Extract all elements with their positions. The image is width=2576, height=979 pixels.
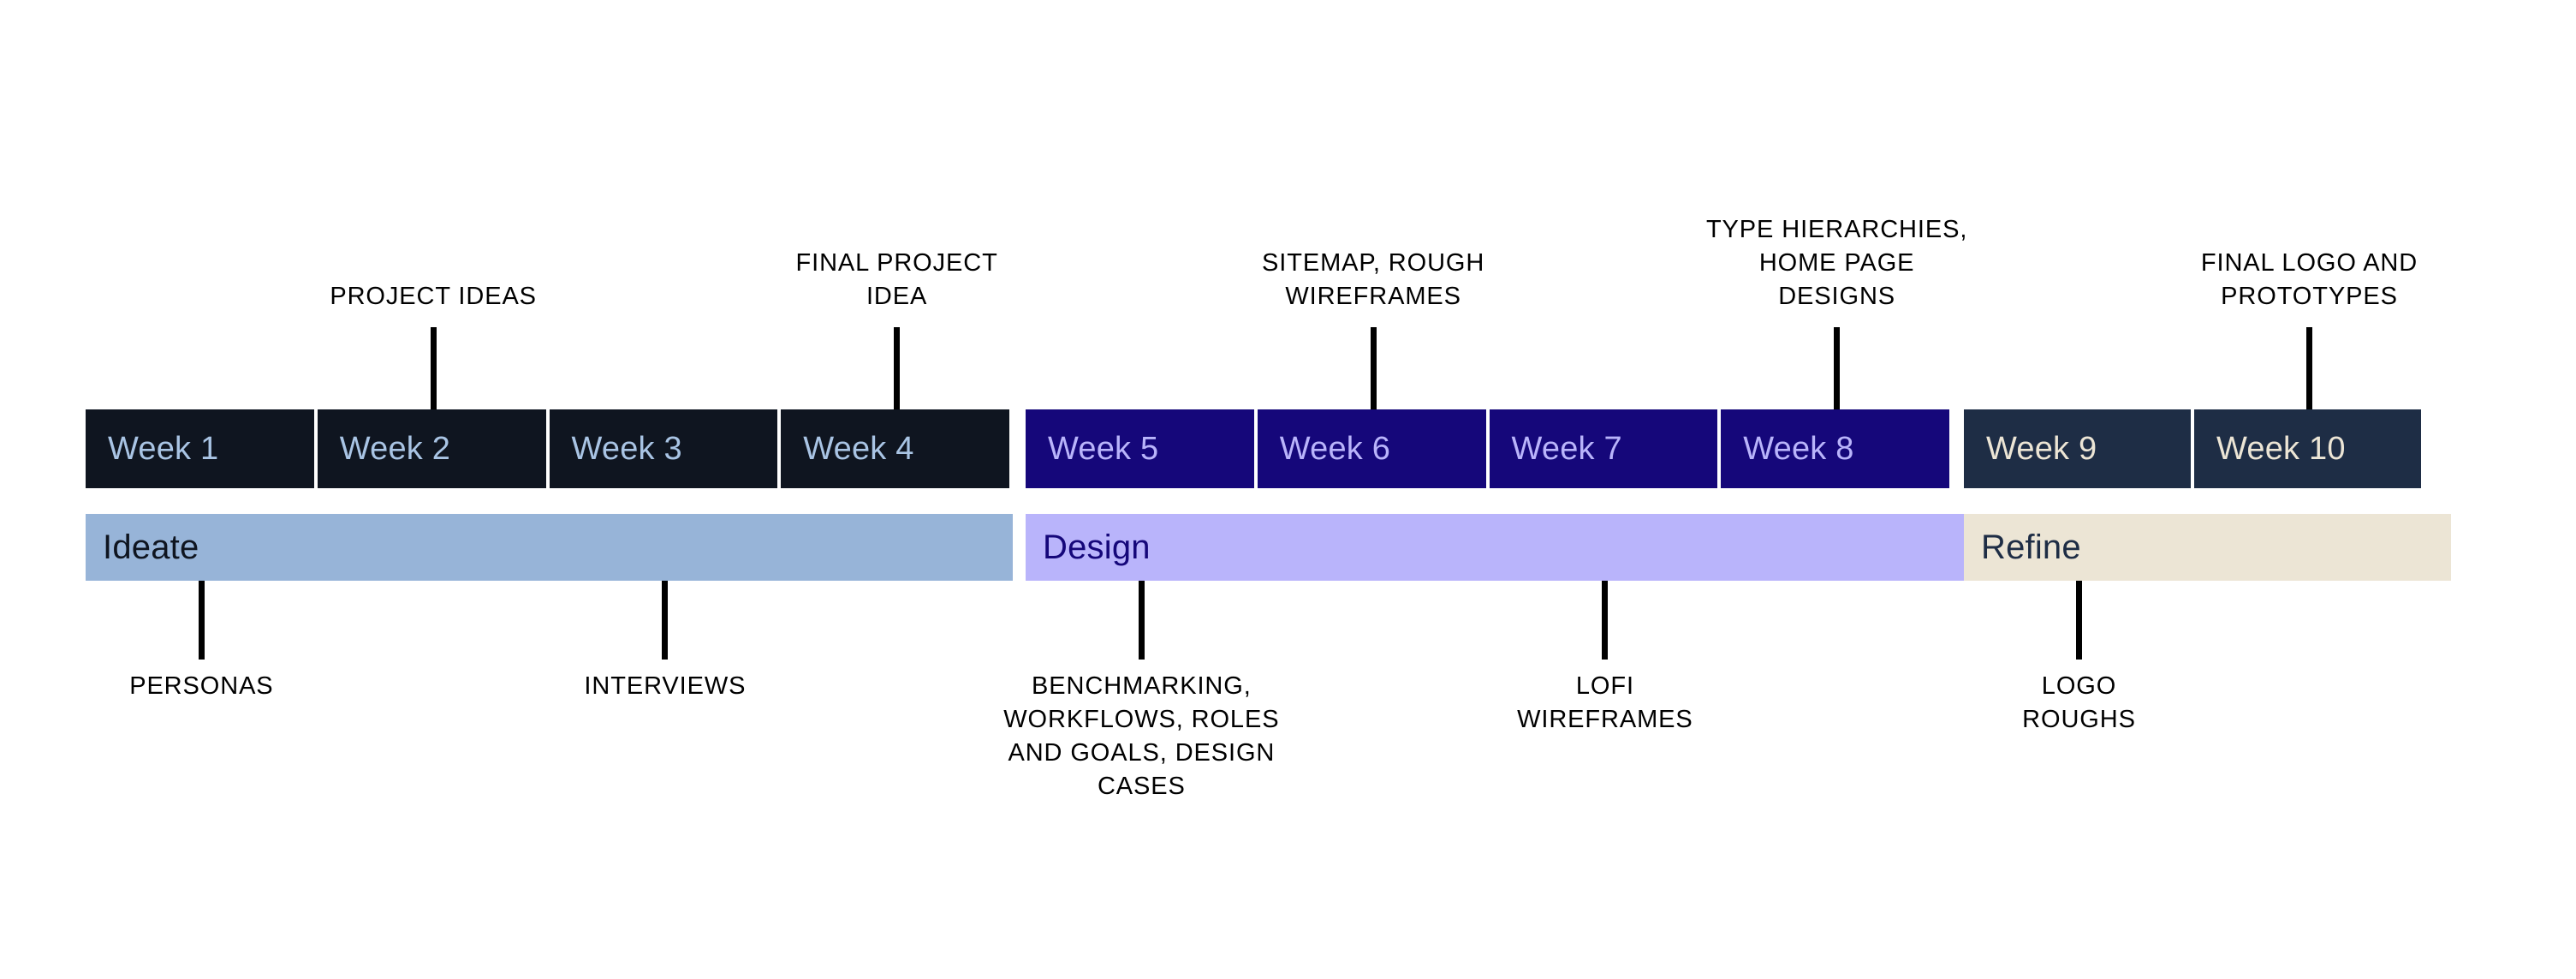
deliverable-label-above-1: PROJECT IDEAS [330, 283, 537, 310]
week-cell-7[interactable]: Week 7 [1489, 409, 1718, 488]
deliverable-label-below-2: INTERVIEWS [584, 672, 747, 700]
connector-stem-above-4 [1834, 327, 1841, 409]
deliverable-label-above-3: SITEMAP, ROUGH WIREFRAMES [1262, 249, 1485, 310]
week-cell-label: Week 4 [803, 430, 914, 467]
week-cell-label: Week 5 [1048, 430, 1159, 467]
week-cell-8[interactable]: Week 8 [1721, 409, 1949, 488]
connector-stem-below-1 [198, 581, 205, 660]
week-cell-label: Week 2 [339, 430, 451, 467]
week-cell-9[interactable]: Week 9 [1964, 409, 2191, 488]
connector-stem-below-3 [1138, 581, 1145, 660]
deliverable-label-above-2: FINAL PROJECT IDEA [795, 249, 998, 310]
week-cell-1[interactable]: Week 1 [86, 409, 314, 488]
connector-stem-below-5 [2076, 581, 2082, 660]
deliverable-label-above-4: TYPE HIERARCHIES, HOME PAGE DESIGNS [1705, 216, 1968, 310]
week-cell-10[interactable]: Week 10 [2194, 409, 2421, 488]
week-cell-4[interactable]: Week 4 [781, 409, 1009, 488]
phase-bar-label: Ideate [103, 528, 199, 566]
week-cell-5[interactable]: Week 5 [1026, 409, 1254, 488]
week-cell-label: Week 8 [1743, 430, 1854, 467]
phase-bar-ideate[interactable]: Ideate [86, 514, 1013, 581]
week-cell-3[interactable]: Week 3 [549, 409, 778, 488]
week-cell-label: Week 6 [1279, 430, 1391, 467]
deliverable-label-below-3: BENCHMARKING, WORKFLOWS, ROLES AND GOALS… [1003, 672, 1280, 800]
connector-stem-above-1 [430, 327, 437, 409]
phase-bar-label: Refine [1981, 528, 2081, 566]
connector-stem-below-2 [662, 581, 669, 660]
deliverable-label-below-1: PERSONAS [129, 672, 274, 700]
week-cell-label: Week 3 [571, 430, 682, 467]
week-cell-6[interactable]: Week 6 [1257, 409, 1486, 488]
phase-bar-label: Design [1043, 528, 1151, 566]
week-cell-label: Week 1 [108, 430, 219, 467]
connector-stem-above-2 [894, 327, 901, 409]
deliverable-label-below-4: LOFI WIREFRAMES [1517, 672, 1693, 733]
phase-bar-design[interactable]: Design [1026, 514, 1973, 581]
week-cell-label: Week 10 [2216, 430, 2346, 467]
connector-stem-above-3 [1370, 327, 1377, 409]
deliverable-label-above-5: FINAL LOGO AND PROTOTYPES [2200, 249, 2418, 310]
phase-bar-refine[interactable]: Refine [1964, 514, 2451, 581]
connector-stem-below-4 [1602, 581, 1609, 660]
week-cell-label: Week 9 [1986, 430, 2097, 467]
deliverable-label-below-5: LOGO ROUGHS [2022, 672, 2136, 733]
week-cell-2[interactable]: Week 2 [317, 409, 546, 488]
week-cell-label: Week 7 [1511, 430, 1622, 467]
connector-stem-above-5 [2306, 327, 2312, 409]
